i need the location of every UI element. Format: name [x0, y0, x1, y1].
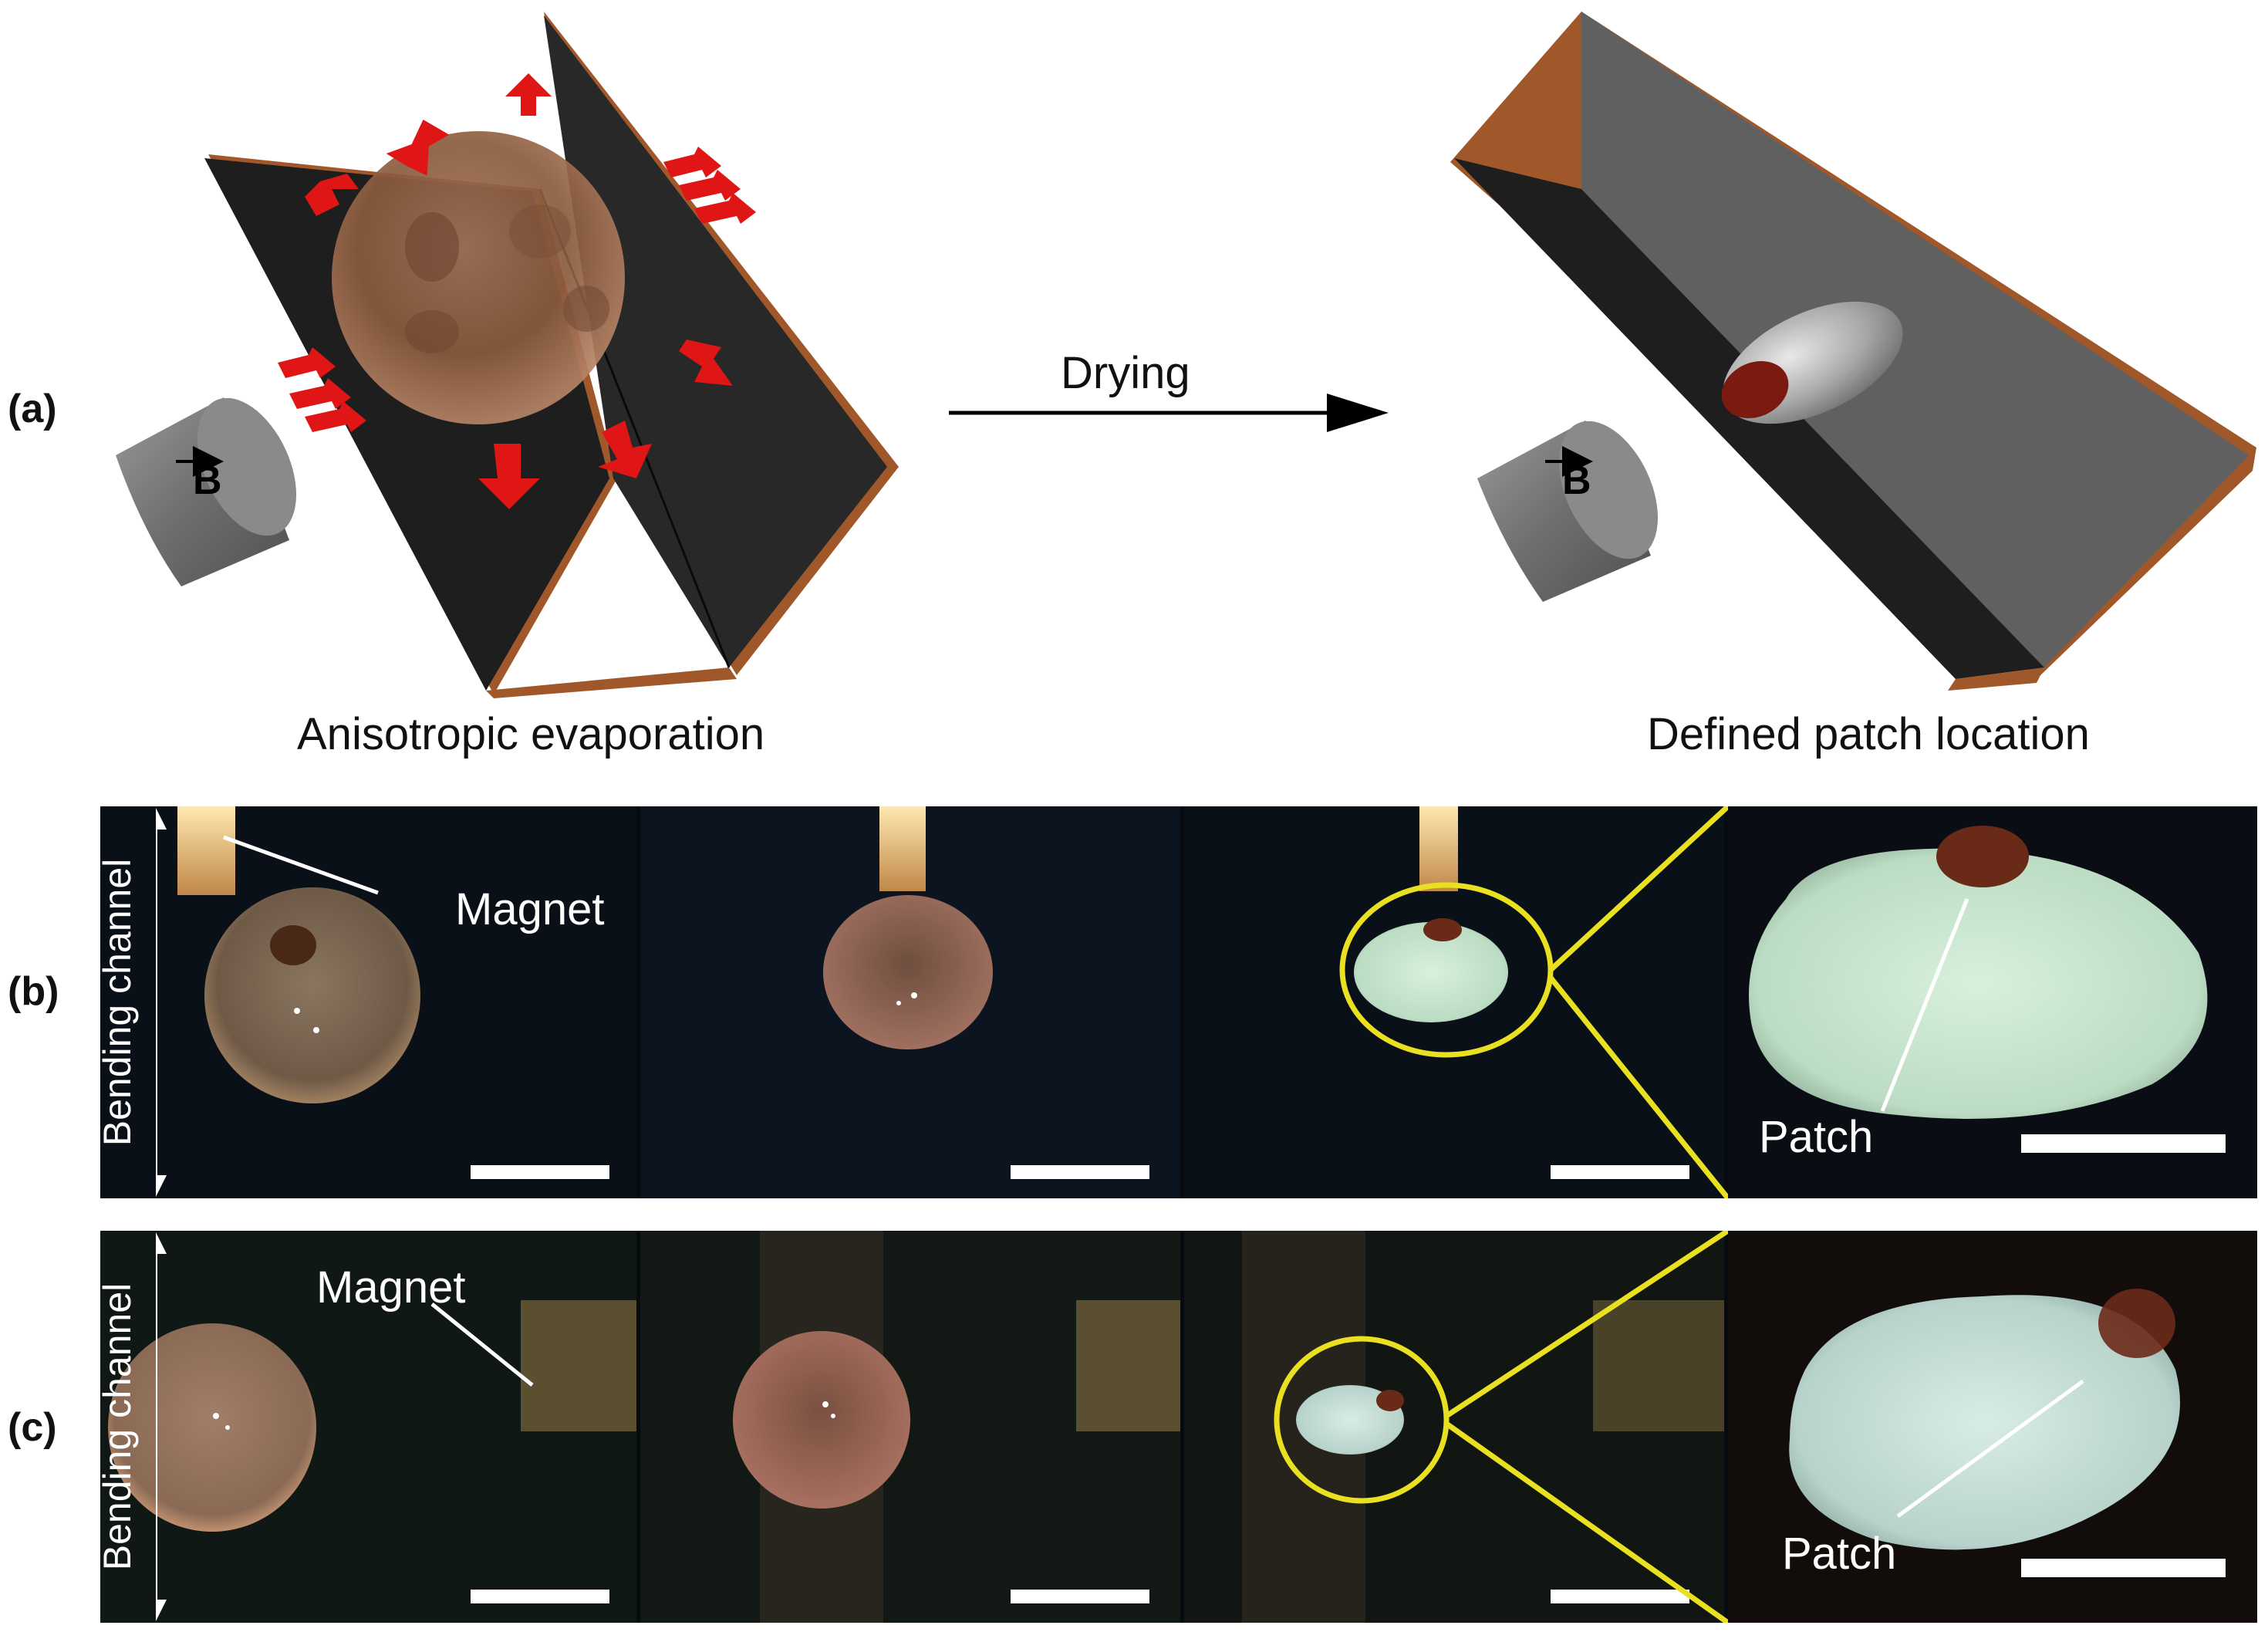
panel-c-label: (c): [8, 1405, 57, 1450]
panel-b-patch-label: Patch: [1759, 1112, 1874, 1162]
panel-c-photo-row: Magnet Patch: [100, 1231, 2257, 1623]
left-caption: Anisotropic evaporation: [297, 709, 765, 759]
panel-b-label: (b): [8, 969, 59, 1014]
panel-c-side-label: Bending channel: [96, 1231, 179, 1623]
panel-b-side-label: Bending channel: [96, 806, 179, 1198]
drying-label: Drying: [1061, 348, 1190, 398]
evaporating-droplet: [332, 131, 625, 424]
left-magnet-symbol: B: [193, 458, 222, 503]
panel-b-side-text: Bending channel: [96, 858, 139, 1147]
panel-b-magnet-label: Magnet: [455, 884, 605, 934]
panel-c-magnet-label: Magnet: [316, 1262, 466, 1313]
right-caption: Defined patch location: [1647, 709, 2090, 759]
panel-c-double-arrow: [156, 1232, 167, 1621]
evaporation-arrows: [278, 73, 756, 509]
panel-a-illustration: B B: [116, 12, 2256, 698]
panel-b-photo-row: Magnet Patch: [100, 806, 2257, 1198]
drying-arrow: [949, 394, 1389, 432]
right-magnet: B: [1477, 421, 1659, 602]
right-magnet-symbol: B: [1562, 458, 1591, 503]
panel-c-photos: [100, 1231, 2257, 1623]
panel-a-label: (a): [8, 387, 57, 431]
left-magnet: B: [116, 397, 297, 586]
panel-c-patch-label: Patch: [1782, 1529, 1897, 1579]
panel-b-double-arrow: [156, 808, 167, 1197]
panel-c-side-text: Bending channel: [96, 1282, 139, 1571]
panel-b-photos: [100, 806, 2257, 1198]
dried-residue: [1721, 301, 1903, 424]
